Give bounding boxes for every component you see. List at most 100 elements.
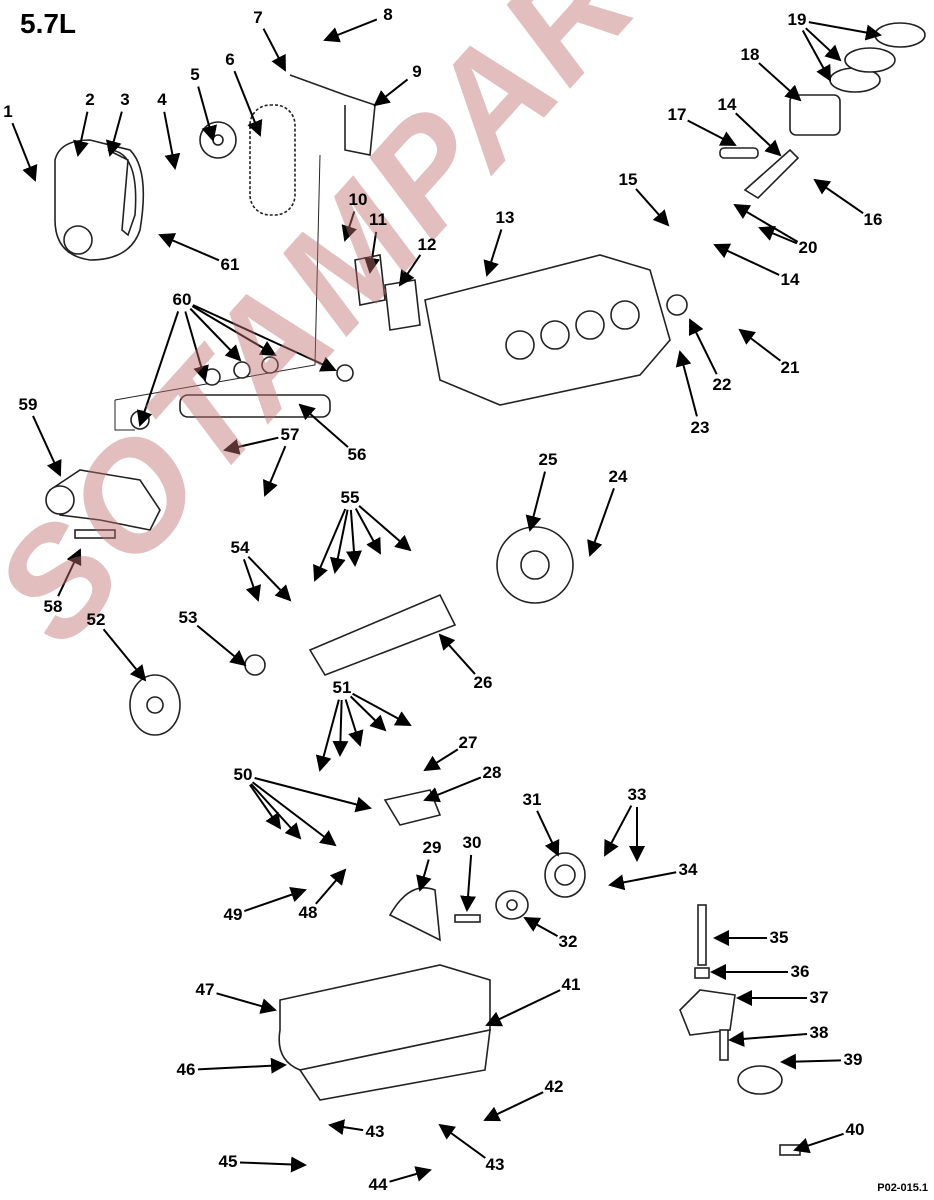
leader-arrow [525,471,546,532]
leader-arrow [689,318,718,375]
callout-label: 56 [347,445,367,464]
callout-label: 7 [253,8,263,27]
leader-arrow [57,548,82,597]
callout-label: 20 [798,238,818,257]
leader-arrow [345,509,362,567]
engine-block [424,254,671,406]
callout-label: 51 [332,678,352,697]
callout-label: 29 [422,838,442,857]
callout-label: 21 [780,358,800,377]
leader-arrow [536,810,560,857]
callout-label: 4 [157,90,167,109]
leader-arrow [263,445,287,497]
leader-arrow [793,1132,844,1154]
callout-label: 19 [787,10,807,29]
leader-arrow [323,18,378,43]
leader-arrow [635,188,670,227]
leader-arrow [239,1156,307,1173]
seal-ring [495,890,529,920]
leader-arrow [687,119,737,146]
leader-arrow [733,203,799,243]
callout-label: 33 [627,785,647,804]
leader-arrow [244,887,307,913]
leader-arrow [73,111,89,157]
callout-label: 42 [544,1077,564,1096]
leader-arrow [332,699,349,757]
leader-arrow [233,70,263,137]
callout-label: 15 [618,170,638,189]
leader-arrow [373,78,409,107]
oil-pan [278,964,491,1101]
leader-arrow [483,1091,544,1122]
leader-arrow [192,304,337,372]
seal-retainer [544,852,586,898]
leader-arrow [344,699,364,747]
callout-label: 3 [120,90,130,109]
callout-label: 1 [3,102,13,121]
callout-label: 14 [780,270,800,289]
leader-arrow [608,871,677,891]
diagram-title: 5.7L [20,8,77,39]
callout-label: 28 [482,763,502,782]
figure-code: P02-015.1 [877,1182,928,1194]
callout-label: 48 [298,903,318,922]
leader-arrow [216,992,277,1014]
main-cap [383,789,442,826]
callout-label: 32 [558,932,578,951]
leader-arrow [738,328,782,362]
leader-arrow [758,62,802,102]
leader-arrow [398,254,422,287]
callout-label: 30 [462,833,482,852]
callout-label: 25 [538,450,558,469]
leader-arrow [587,487,615,557]
leader-arrow [438,1123,486,1159]
callout-label: 26 [473,673,493,692]
leader-arrow [251,781,337,847]
leader-arrows [11,18,882,1183]
callout-label: 12 [417,235,437,254]
oil-pump-bolt [719,1029,729,1061]
leader-arrow [196,624,247,667]
water-pump [45,469,161,531]
leader-arrow [801,30,831,82]
leader-arrow [249,784,282,830]
callout-label: 24 [608,467,628,486]
callout-label: 52 [86,610,106,629]
leader-arrow [242,559,261,602]
leader-arrow [728,1030,808,1047]
leader-arrow [735,112,782,157]
leader-arrow [223,436,279,455]
callout-label: 60 [172,290,192,309]
leader-arrow [354,508,381,555]
callout-label: 57 [280,425,300,444]
balancer [129,674,181,736]
callout-label: 45 [218,1152,238,1171]
leader-arrow [298,403,349,448]
leader-arrow [780,1053,842,1070]
leader-arrow [197,86,217,142]
leader-arrow [349,695,387,732]
leader-arrow [485,989,561,1027]
leader-arrow [805,27,842,62]
callout-label: 41 [561,975,581,994]
callout-label: 2 [85,90,95,109]
cam-bearing-bar [179,394,331,418]
leader-arrow [254,777,372,813]
leader-arrow [758,225,798,245]
callout-label: 43 [485,1155,505,1174]
oil-pump-pickup [289,74,376,156]
crank-gear [244,654,266,676]
callout-label: 37 [809,988,829,1007]
callout-label: 43 [365,1122,385,1141]
callout-label: 39 [843,1050,863,1069]
leader-arrow [262,28,286,72]
leader-arrow [105,111,123,157]
leader-arrow [11,122,38,182]
callout-label: 59 [18,395,38,414]
piston-pin [719,147,759,159]
callout-label: 31 [522,790,542,809]
callout-label: 58 [43,597,63,616]
piston-rings [829,22,926,93]
